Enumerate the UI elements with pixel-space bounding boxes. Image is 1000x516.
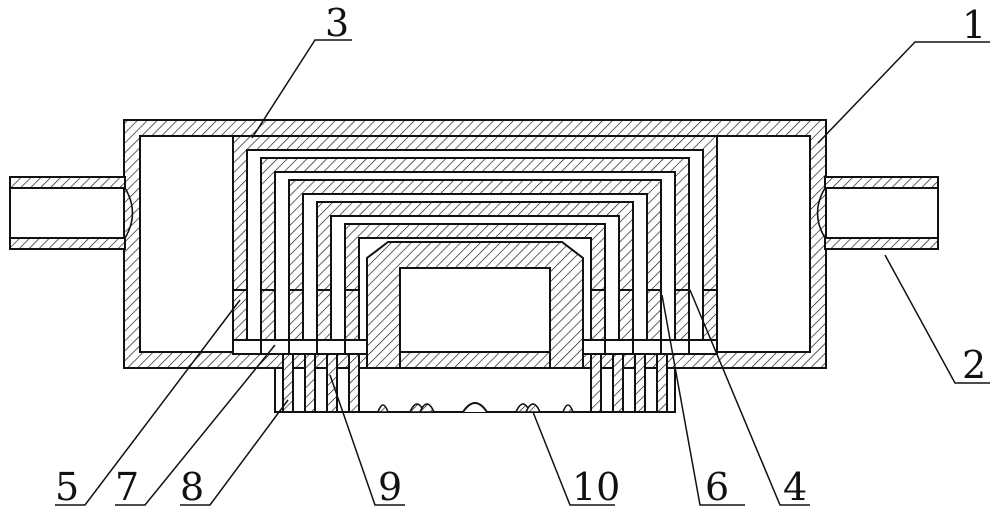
leader-7 (115, 344, 276, 506)
base-ring-strip (232, 339, 718, 355)
leader-5 (55, 299, 241, 506)
leader-1 (817, 41, 990, 144)
label-5: 5 (55, 465, 79, 509)
label-8: 8 (180, 465, 204, 509)
leader-4 (689, 289, 810, 506)
leader-lines (55, 39, 990, 506)
base-bumps (376, 403, 575, 413)
base-center-notch (462, 402, 488, 413)
label-9: 9 (378, 465, 402, 509)
central-core (366, 241, 584, 369)
part-labels: 1 2 3 4 5 6 7 8 9 10 (55, 1, 986, 509)
label-2: 2 (962, 343, 986, 387)
label-4: 4 (783, 465, 807, 509)
leader-6 (661, 294, 745, 506)
leader-8 (180, 399, 289, 506)
label-6: 6 (705, 465, 729, 509)
leader-10 (532, 411, 615, 506)
label-7: 7 (115, 465, 139, 509)
right-base-fins (590, 353, 668, 413)
leader-2 (884, 254, 990, 384)
bottom-base-block (274, 367, 676, 413)
left-plates (232, 289, 360, 341)
right-pipe (816, 176, 939, 250)
right-plates (590, 289, 718, 341)
left-pipe (9, 176, 134, 250)
label-10: 10 (572, 465, 620, 509)
leader-3 (251, 39, 352, 139)
label-3: 3 (325, 1, 349, 45)
label-1: 1 (962, 3, 986, 47)
leader-9 (329, 374, 405, 506)
